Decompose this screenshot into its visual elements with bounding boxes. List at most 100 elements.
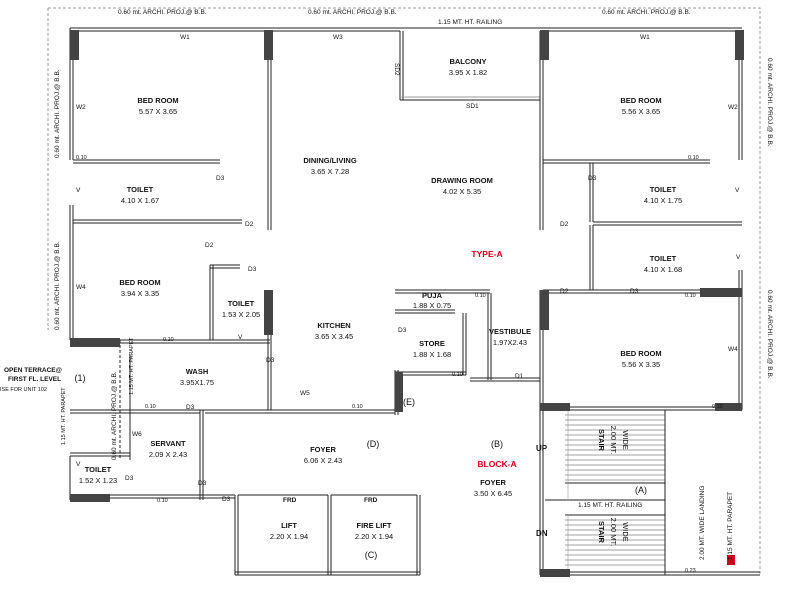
door-label: D3 — [198, 480, 207, 487]
room-name: TOILET — [84, 465, 112, 474]
wall-thickness: 0.23 — [685, 568, 696, 574]
room-dimension: 3.65 X 3.45 — [314, 332, 354, 341]
railing-note: 1.15 MT. HT. RAILING — [438, 19, 503, 26]
room-dimension: 4.10 X 1.68 — [643, 265, 683, 274]
stair-width: WIDE — [621, 430, 630, 450]
room-name: KITCHEN — [317, 321, 351, 330]
door-label: D3 — [125, 475, 134, 482]
marker: (A) — [635, 485, 647, 495]
window-label: W1 — [640, 34, 650, 41]
room-dimension: 4.02 X 5.35 — [442, 187, 482, 196]
marker: (1) — [74, 373, 86, 383]
window-label: W5 — [300, 390, 310, 397]
ventilator-label: V — [76, 461, 81, 468]
room-dimension: 2.09 X 2.43 — [148, 450, 188, 459]
room-dimension: 5.56 X 3.65 — [621, 107, 661, 116]
window-label: W3 — [333, 34, 343, 41]
stair-up-label: UP — [536, 444, 548, 453]
projection-note: 0.60 mt. ARCHI. PROJ.@ B.B. — [308, 9, 397, 16]
railing-note: 1.15 MT. HT. RAILING — [578, 502, 643, 509]
room-dimension: 3.94 X 3.35 — [120, 289, 160, 298]
marker: (C) — [364, 550, 378, 560]
ventilator-label: V — [735, 187, 740, 194]
window-label: W2 — [76, 104, 86, 111]
window-label: W1 — [180, 34, 190, 41]
room-name: TOILET — [227, 299, 255, 308]
parapet-note: 1.15 MT. HT. PARAPET — [727, 491, 734, 560]
block-label: BLOCK-A — [477, 459, 517, 469]
door-label: D1 — [515, 373, 524, 380]
wall-thickness: 0.10 — [452, 372, 463, 378]
room-dimension: 1.97X2.43 — [492, 338, 528, 347]
projection-note-vertical: 0.60 mt. ARCHI. PROJ.@ B.B. — [766, 290, 773, 379]
room-dimension: 2.20 X 1.94 — [269, 532, 309, 541]
room-name: DINING/LIVING — [303, 156, 357, 165]
door-label: D2 — [560, 221, 569, 228]
projection-note: 0.60 mt. ARCHI. PROJ.@ B.B. — [118, 9, 207, 16]
wall-thickness: 0.10 — [145, 404, 156, 410]
room-dimension: 1.88 X 1.68 — [412, 350, 452, 359]
stair-width: WIDE — [621, 522, 630, 542]
room-name: VESTIBULE — [488, 327, 532, 336]
type-label: TYPE-A — [471, 249, 503, 259]
projection-note-vertical: 0.60 mt. ARCHI. PROJ.@ B.B. — [766, 58, 773, 147]
room-dimension: 1.88 X 0.75 — [412, 301, 452, 310]
projection-note-vertical: 0.60 mt. ARCHI. PROJ.@ B.B. — [54, 69, 61, 158]
door-label: D2 — [560, 288, 569, 295]
room-name: SERVANT — [150, 439, 186, 448]
stair-dimension: 2.00 MT. — [609, 517, 618, 547]
room-dimension: 2.20 X 1.94 — [354, 532, 394, 541]
wall-thickness: 0.10 — [685, 293, 696, 299]
terrace-note: FIRST FL. LEVEL — [8, 376, 62, 383]
room-name: WASH — [185, 367, 209, 376]
door-label: D3 — [222, 496, 231, 503]
room-name: FOYER — [480, 478, 506, 487]
door-label: SD1 — [466, 103, 479, 110]
window-label: W2 — [728, 104, 738, 111]
room-dimension: 3.50 X 6.45 — [473, 489, 513, 498]
room-name: LIFT — [281, 521, 297, 530]
projection-note: 0.60 mt. ARCHI. PROJ.@ B.B. — [602, 9, 691, 16]
ventilator-label: V — [736, 254, 741, 261]
room-dimension: 5.56 X 3.35 — [621, 360, 661, 369]
projection-note-vertical: 0.60 mt. ARCHI. PROJ.@ B.B. — [54, 241, 61, 330]
stair-dimension: 2.00 MT. — [609, 425, 618, 455]
landing-note: 2.00 MT. WIDE LANDING — [699, 485, 706, 560]
door-label: D3 — [266, 357, 275, 364]
door-label: D3 — [216, 175, 225, 182]
terrace-note: OPEN TERRACE@ — [4, 367, 62, 374]
stair-down-label: DN — [536, 529, 548, 538]
projection-note-vertical: 0.60 mt. ARCHI. PROJ.@ B.B. — [111, 371, 118, 460]
room-dimension: 1.52 X 1.23 — [78, 476, 118, 485]
wall-thickness: 0.10 — [157, 498, 168, 504]
door-label: D2 — [245, 221, 254, 228]
room-dimension: 3.95X1.75 — [179, 378, 215, 387]
fire-door-label: FRD — [283, 497, 297, 504]
room-name: BED ROOM — [620, 96, 662, 105]
terrace-note: ISE FOR UNIT 102 — [0, 387, 47, 393]
stair-name: STAIR — [597, 521, 606, 543]
room-dimension: 5.57 X 3.65 — [138, 107, 178, 116]
room-dimension: 6.06 X 2.43 — [303, 456, 343, 465]
wall-thickness: 0.10 — [163, 337, 174, 343]
window-label: W4 — [76, 284, 86, 291]
room-name: TOILET — [649, 254, 677, 263]
ventilator-label: V — [238, 334, 243, 341]
room-name: FIRE LIFT — [356, 521, 392, 530]
window-label: W6 — [132, 431, 142, 438]
ventilator-label: V — [76, 187, 81, 194]
room-name: BED ROOM — [137, 96, 179, 105]
marker: (E) — [403, 397, 415, 407]
room-name: BED ROOM — [119, 278, 161, 287]
room-dimension: 3.65 X 7.28 — [310, 167, 350, 176]
room-name: BALCONY — [449, 57, 487, 66]
wall-thickness: 0.10 — [475, 293, 486, 299]
room-dimension: 3.95 X 1.82 — [448, 68, 488, 77]
room-dimension: 1.53 X 2.05 — [221, 310, 261, 319]
door-label: SD2 — [393, 63, 400, 76]
room-dimension: 4.10 X 1.75 — [643, 196, 683, 205]
marker: (B) — [491, 439, 503, 449]
door-label: D3 — [630, 288, 639, 295]
door-label: D3 — [248, 266, 257, 273]
marker: (D) — [366, 439, 380, 449]
